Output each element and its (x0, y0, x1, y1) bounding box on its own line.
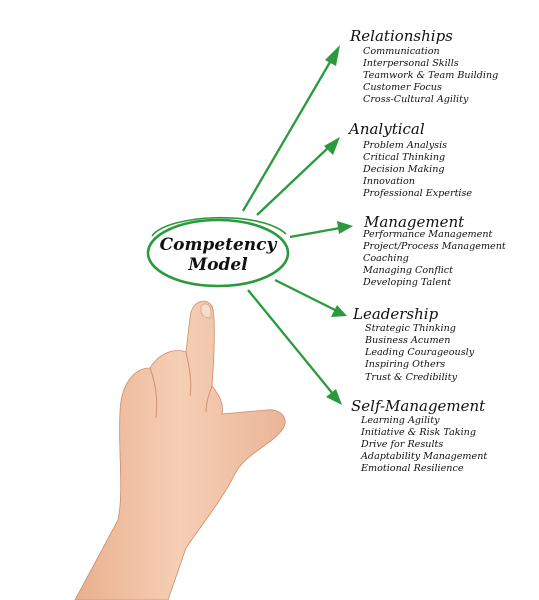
center-title-line1: Competency (160, 235, 278, 255)
category-item: Drive for Results (360, 439, 443, 450)
category-management: Management Performance Management Projec… (362, 213, 506, 288)
category-item: Leading Courageously (364, 347, 475, 358)
category-item: Developing Talent (362, 277, 451, 288)
category-item: Performance Management (362, 229, 493, 240)
category-title: Leadership (352, 305, 439, 323)
arrow-self-management (247, 289, 334, 395)
pointing-hand (74, 300, 286, 600)
arrow-relationships (242, 56, 334, 212)
category-item: Interpersonal Skills (362, 58, 459, 69)
category-item: Innovation (362, 176, 415, 187)
category-item: Learning Agility (360, 415, 440, 426)
category-item: Professional Expertise (362, 188, 472, 199)
category-item: Initiative & Risk Taking (360, 427, 476, 438)
category-item: Decision Making (362, 164, 445, 175)
category-analytical: Analytical Problem Analysis Critical Thi… (347, 120, 472, 199)
category-item: Business Acumen (364, 335, 450, 346)
category-title: Self-Management (351, 397, 486, 415)
category-self-management: Self-Management Learning Agility Initiat… (351, 397, 487, 474)
category-item: Problem Analysis (362, 140, 447, 151)
category-item: Inspiring Others (364, 359, 445, 370)
category-item: Teamwork & Team Building (363, 70, 498, 81)
arrow-management (289, 226, 341, 239)
arrowhead-leadership (331, 305, 347, 317)
arrowhead-relationships (325, 45, 340, 66)
category-item: Adaptability Management (360, 451, 487, 462)
category-relationships: Relationships Communication Interpersona… (349, 27, 498, 105)
category-title: Relationships (349, 27, 453, 45)
center-node: Competency Model (146, 216, 290, 288)
arrowhead-management (337, 221, 353, 234)
arrow-leadership (274, 278, 336, 312)
category-item: Critical Thinking (363, 152, 445, 163)
arrows (242, 45, 353, 405)
category-item: Managing Conflict (362, 265, 453, 276)
center-ellipse (146, 218, 290, 288)
category-item: Cross-Cultural Agility (363, 94, 469, 105)
arrow-analytical (256, 145, 331, 216)
category-item: Strategic Thinking (365, 323, 456, 334)
category-item: Trust & Credibility (365, 372, 458, 383)
category-item: Emotional Resilience (360, 463, 464, 474)
category-leadership: Leadership Strategic Thinking Business A… (352, 305, 475, 383)
category-item: Customer Focus (363, 82, 442, 93)
category-title: Management (363, 213, 465, 231)
category-item: Project/Process Management (362, 241, 506, 252)
arrowhead-self-management (326, 389, 342, 405)
category-title: Analytical (347, 120, 425, 138)
category-item: Communication (363, 46, 440, 57)
arrowhead-analytical (324, 137, 340, 155)
category-item: Coaching (363, 253, 409, 264)
center-title-line2: Model (187, 255, 248, 275)
